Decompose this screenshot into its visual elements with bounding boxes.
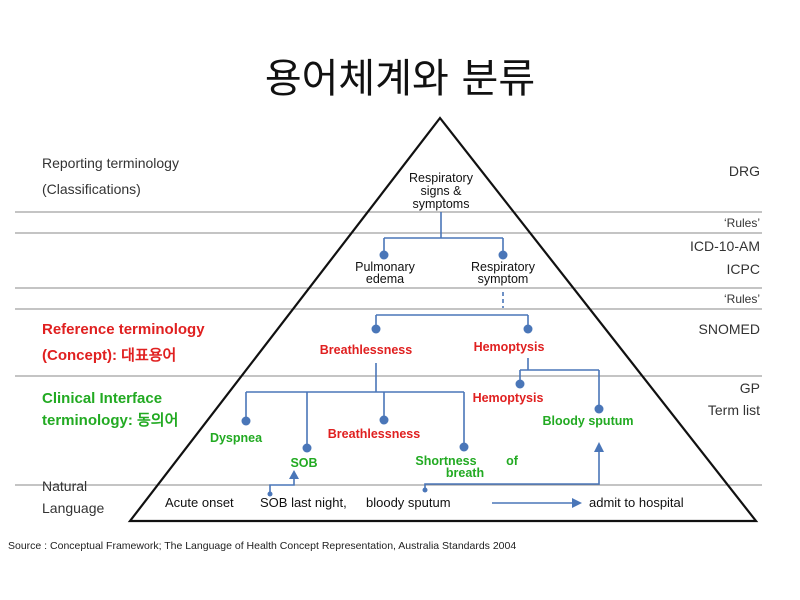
- clinical-terminology-label: terminology: 동의어: [42, 411, 178, 429]
- clinical-interface-label: Clinical Interface: [42, 390, 162, 407]
- nl-acute-onset: Acute onset: [165, 495, 234, 510]
- node-dot-hemoptysis-clin: [515, 379, 525, 389]
- node-dot-respiratory-symptom: [498, 250, 508, 260]
- node-dot-dyspnea: [241, 416, 251, 426]
- term-list-label: Term list: [708, 402, 760, 418]
- node-respiratory-symptom-line2: symptom: [478, 272, 529, 286]
- nl-bloody-sputum: bloody sputum: [366, 495, 451, 510]
- node-sob: SOB: [290, 456, 317, 470]
- language-label: Language: [42, 500, 105, 516]
- node-dot-breathlessness-ref: [371, 324, 381, 334]
- node-pulmonary-line2: edema: [366, 272, 404, 286]
- node-shortness-of: of: [506, 454, 519, 468]
- node-dot-shortness: [459, 442, 469, 452]
- connector-top: [383, 212, 504, 254]
- node-dyspnea: Dyspnea: [210, 431, 263, 445]
- node-dot-breathlessness-clin: [379, 415, 389, 425]
- drg-label: DRG: [729, 163, 760, 179]
- snomed-label: SNOMED: [699, 321, 760, 337]
- arrow-to-admit-head: [572, 498, 582, 508]
- nl-admit-to-hospital: admit to hospital: [589, 495, 684, 510]
- arrow-bloody-up: [424, 450, 600, 489]
- node-respiratory-signs-line3: symptoms: [413, 197, 470, 211]
- reference-terminology-label: Reference terminology: [42, 321, 205, 338]
- node-dot-sob: [302, 443, 312, 453]
- node-breathlessness-clinical: Breathlessness: [328, 427, 420, 441]
- node-shortness-line2: breath: [446, 466, 484, 480]
- node-respiratory-signs-line1: Respiratory: [409, 171, 474, 185]
- arrow-sob-up: [269, 478, 295, 493]
- classifications-label: (Classifications): [42, 181, 141, 197]
- node-hemoptysis-reference: Hemoptysis: [474, 340, 545, 354]
- arrow-sob-origin: [267, 491, 273, 497]
- arrow-bloody-origin: [422, 487, 428, 493]
- rules-label-1: ‘Rules’: [724, 216, 760, 230]
- node-bloody-sputum: Bloody sputum: [543, 414, 634, 428]
- node-hemoptysis-clinical: Hemoptysis: [473, 391, 544, 405]
- page-title: 용어체계와 분류: [265, 56, 535, 102]
- pyramid-outline: [127, 116, 759, 523]
- node-dot-bloody-sputum: [594, 404, 604, 414]
- node-respiratory-signs-line2: signs &: [421, 184, 463, 198]
- rules-label-2: ‘Rules’: [724, 292, 760, 306]
- connector-snomed: [375, 314, 529, 328]
- node-breathlessness-reference: Breathlessness: [320, 343, 412, 357]
- arrow-sob-head: [289, 470, 299, 479]
- nl-sob-last-night: SOB last night,: [260, 495, 347, 510]
- reporting-terminology-label: Reporting terminology: [42, 155, 179, 171]
- concept-label: (Concept): 대표용어: [42, 347, 176, 364]
- arrow-bloody-head: [594, 442, 604, 452]
- node-pulmonary-line1: Pulmonary: [355, 260, 415, 274]
- connector-breathlessness: [245, 363, 465, 447]
- node-shortness-line1: Shortness: [415, 454, 476, 468]
- icpc-label: ICPC: [727, 261, 760, 277]
- node-dot-pulmonary: [379, 250, 389, 260]
- node-respiratory-symptom-line1: Respiratory: [471, 260, 536, 274]
- gp-label: GP: [740, 380, 760, 396]
- connector-hemoptysis: [519, 358, 600, 408]
- natural-label: Natural: [42, 478, 87, 494]
- node-dot-hemoptysis-ref: [523, 324, 533, 334]
- icd-label: ICD-10-AM: [690, 238, 760, 254]
- source-citation: Source : Conceptual Framework; The Langu…: [8, 540, 516, 552]
